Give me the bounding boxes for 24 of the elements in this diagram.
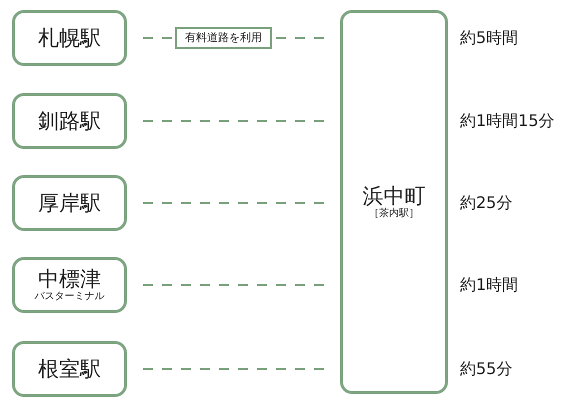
dashed-connector: [143, 284, 327, 286]
place-name: 中標津: [38, 267, 101, 291]
station-box: [12, 175, 127, 231]
place-name: 根室駅: [38, 357, 101, 381]
travel-time: 約1時間: [460, 275, 518, 295]
place-name: 釧路駅: [38, 109, 101, 133]
place-name: 厚岸駅: [38, 191, 101, 215]
place-name: 札幌駅: [38, 26, 101, 50]
station-box: [12, 341, 127, 397]
place-subtitle: ［茶内駅］: [369, 208, 419, 220]
travel-time: 約5時間: [460, 28, 518, 48]
place-name: 浜中町: [362, 184, 426, 208]
dashed-connector: [143, 120, 327, 122]
station-box: [12, 10, 127, 66]
travel-time: 約1時間15分: [460, 111, 555, 131]
place-subtitle: バスターミナル: [34, 291, 104, 303]
edge-label: 有料道路を利用: [175, 27, 272, 49]
dashed-connector: [143, 368, 327, 370]
travel-time: 約55分: [460, 359, 512, 379]
travel-time: 約25分: [460, 193, 512, 213]
destination-box: [340, 10, 448, 394]
dashed-connector: [143, 202, 327, 204]
station-box: [12, 93, 127, 149]
station-box: [12, 257, 127, 313]
